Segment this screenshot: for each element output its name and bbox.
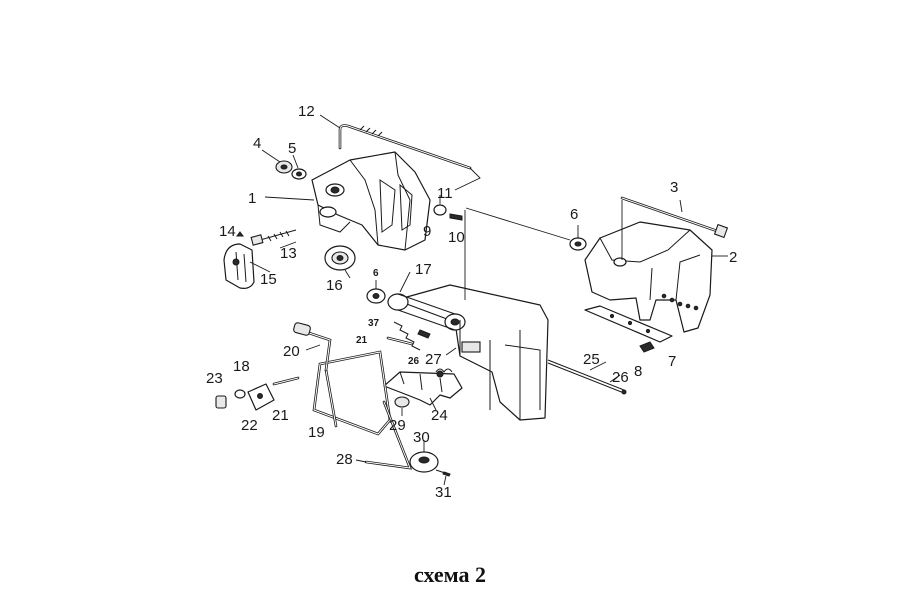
- label-24: 24: [431, 407, 448, 424]
- label-11: 11: [437, 185, 453, 202]
- label-23: 23: [206, 370, 223, 387]
- part-23-bolt: [215, 395, 227, 409]
- label-30: 30: [413, 429, 430, 446]
- label-2: 2: [729, 249, 737, 266]
- part-5-washer: [291, 168, 307, 180]
- label-3: 3: [670, 179, 678, 196]
- part-29-spacer: [394, 396, 410, 408]
- part-30-knob: [409, 451, 439, 473]
- part-2-transom-bracket: [584, 221, 713, 333]
- label-37: 37: [368, 318, 380, 329]
- label-18: 18: [233, 358, 250, 375]
- callout-labels: 12 4 5 1 11 9 10 14 13 15 16 6 17 37 21 …: [206, 103, 737, 501]
- label-22: 22: [241, 417, 258, 434]
- part-28-l-rod: [364, 400, 413, 470]
- part-6-washer-right: [569, 237, 587, 251]
- part-21-pin-upper: [386, 336, 414, 346]
- part-24-lock-plate: [383, 370, 463, 406]
- label-14: 14: [219, 223, 236, 240]
- leader-lines: [249, 114, 728, 486]
- label-6-middle: 6: [373, 268, 379, 279]
- part-37-spring: [393, 321, 431, 351]
- label-4: 4: [253, 135, 261, 152]
- label-7: 7: [668, 353, 676, 370]
- part-6-washer-middle: [366, 288, 386, 304]
- label-31: 31: [435, 484, 452, 501]
- part-22-bracket: [247, 383, 275, 411]
- label-9: 9: [423, 223, 431, 240]
- part-17-main-housing: [387, 284, 549, 421]
- label-21-upper: 21: [356, 335, 368, 346]
- label-26-small: 26: [408, 356, 420, 367]
- part-4-nut: [275, 160, 293, 174]
- part-1-swivel-bracket: [311, 151, 431, 251]
- part-20-handle-lever: [293, 322, 332, 372]
- part-10-bolt: [449, 213, 463, 221]
- label-29: 29: [389, 417, 406, 434]
- label-8: 8: [634, 363, 642, 380]
- part-8-clip: [639, 341, 655, 353]
- label-15: 15: [260, 271, 277, 288]
- label-10: 10: [448, 229, 465, 246]
- label-16: 16: [326, 277, 343, 294]
- label-13: 13: [280, 245, 297, 262]
- label-6-right: 6: [570, 206, 578, 223]
- part-31-screw: [435, 469, 451, 477]
- part-27-spring-clip: [435, 368, 453, 373]
- label-5: 5: [288, 140, 296, 157]
- part-7-plate: [584, 305, 673, 343]
- part-12-long-rod: [338, 124, 472, 170]
- label-25: 25: [583, 351, 600, 368]
- part-19-lever-frame: [312, 350, 392, 436]
- part-18-washer: [234, 389, 246, 399]
- label-26: 26: [612, 369, 629, 386]
- label-12: 12: [298, 103, 315, 120]
- part-21-pin-lower: [272, 376, 300, 386]
- label-21-lower: 21: [272, 407, 289, 424]
- label-19: 19: [308, 424, 325, 441]
- diagram-caption: схема 2: [413, 562, 487, 587]
- label-1: 1: [248, 190, 256, 207]
- label-17: 17: [415, 261, 432, 278]
- label-20: 20: [283, 343, 300, 360]
- part-25-long-pin: [547, 359, 627, 395]
- label-27: 27: [425, 351, 442, 368]
- part-14-15-clamp-handle: [223, 231, 255, 289]
- label-28: 28: [336, 451, 353, 468]
- part-3-long-bolt: [620, 196, 729, 239]
- part-13-screw: [250, 229, 297, 246]
- part-9-washer: [433, 204, 447, 216]
- part-16-disc: [324, 245, 356, 271]
